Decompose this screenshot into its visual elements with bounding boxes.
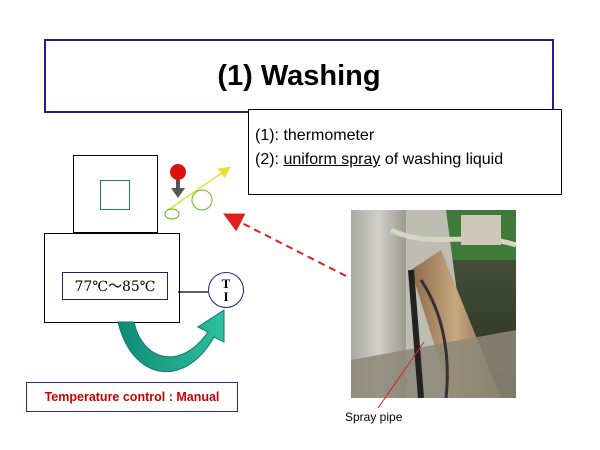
photo-caption: Spray pipe [345,410,403,424]
note-line-2-prefix: (2): [255,151,284,168]
note-line-2-suffix: of washing liquid [380,151,504,168]
page-title: (1) Washing [217,59,381,92]
temperature-indicator: T I [208,272,244,308]
spray-pipe-photo-image [351,210,516,398]
indicator-i: I [223,289,229,304]
temperature-range-label: 77℃～85℃ [62,272,168,300]
spray-nozzle-icon [164,166,231,220]
note-line-1: (1): thermometer [255,127,375,144]
notes-box: (1): thermometer (2): uniform spray of w… [248,109,562,195]
note-line-2: (2): uniform spray of washing liquid [255,148,561,172]
temperature-control-label: Temperature control : Manual [26,382,238,412]
title-box: (1) Washing [44,39,554,113]
tank-inner-square [100,180,130,210]
spray-pipe-photo [351,210,516,398]
dashed-arrow-icon [223,213,347,277]
indicator-t: T [221,276,231,291]
thermometer-icon [170,164,186,198]
note-line-2-underlined: uniform spray [283,151,381,168]
